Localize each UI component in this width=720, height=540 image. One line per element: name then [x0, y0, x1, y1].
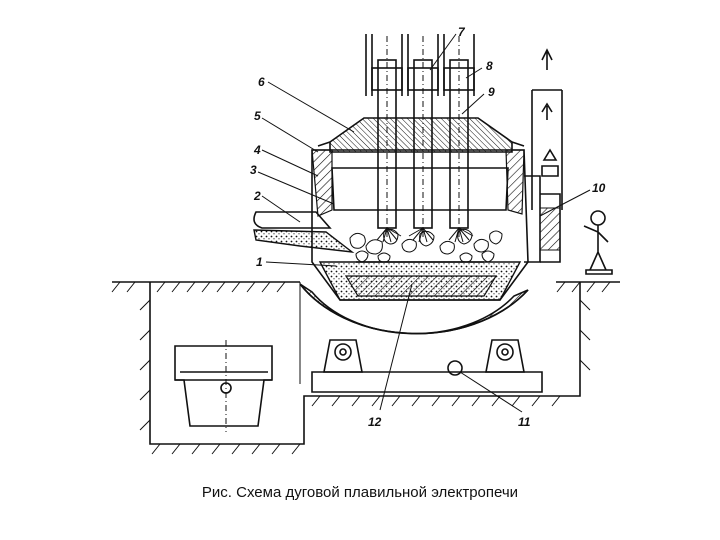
pouring-spout — [253, 211, 355, 253]
working-door — [524, 48, 563, 263]
tilting-base — [311, 339, 543, 393]
hearth — [318, 261, 522, 301]
ground — [111, 281, 620, 455]
label-5: 5 — [254, 109, 261, 123]
label-2: 2 — [253, 189, 261, 203]
charge-scrap — [349, 228, 503, 263]
label-4: 4 — [253, 143, 261, 157]
ladle — [174, 340, 273, 432]
label-6: 6 — [258, 75, 265, 89]
label-7: 7 — [458, 25, 466, 39]
label-9: 9 — [488, 85, 495, 99]
callout-labels: 7 8 9 6 5 4 3 2 1 10 12 11 — [250, 25, 606, 429]
furnace-shell — [311, 117, 529, 301]
leader-lines — [257, 33, 591, 413]
label-12: 12 — [368, 415, 382, 429]
label-1: 1 — [256, 255, 263, 269]
operator-figure — [583, 210, 613, 275]
rocker-cradle — [299, 283, 529, 335]
figure-caption: Рис. Схема дуговой плавильной электропеч… — [201, 484, 519, 501]
label-11: 11 — [518, 415, 531, 429]
electrodes — [365, 34, 475, 243]
label-10: 10 — [592, 181, 606, 195]
label-3: 3 — [250, 163, 257, 177]
label-8: 8 — [486, 59, 493, 73]
